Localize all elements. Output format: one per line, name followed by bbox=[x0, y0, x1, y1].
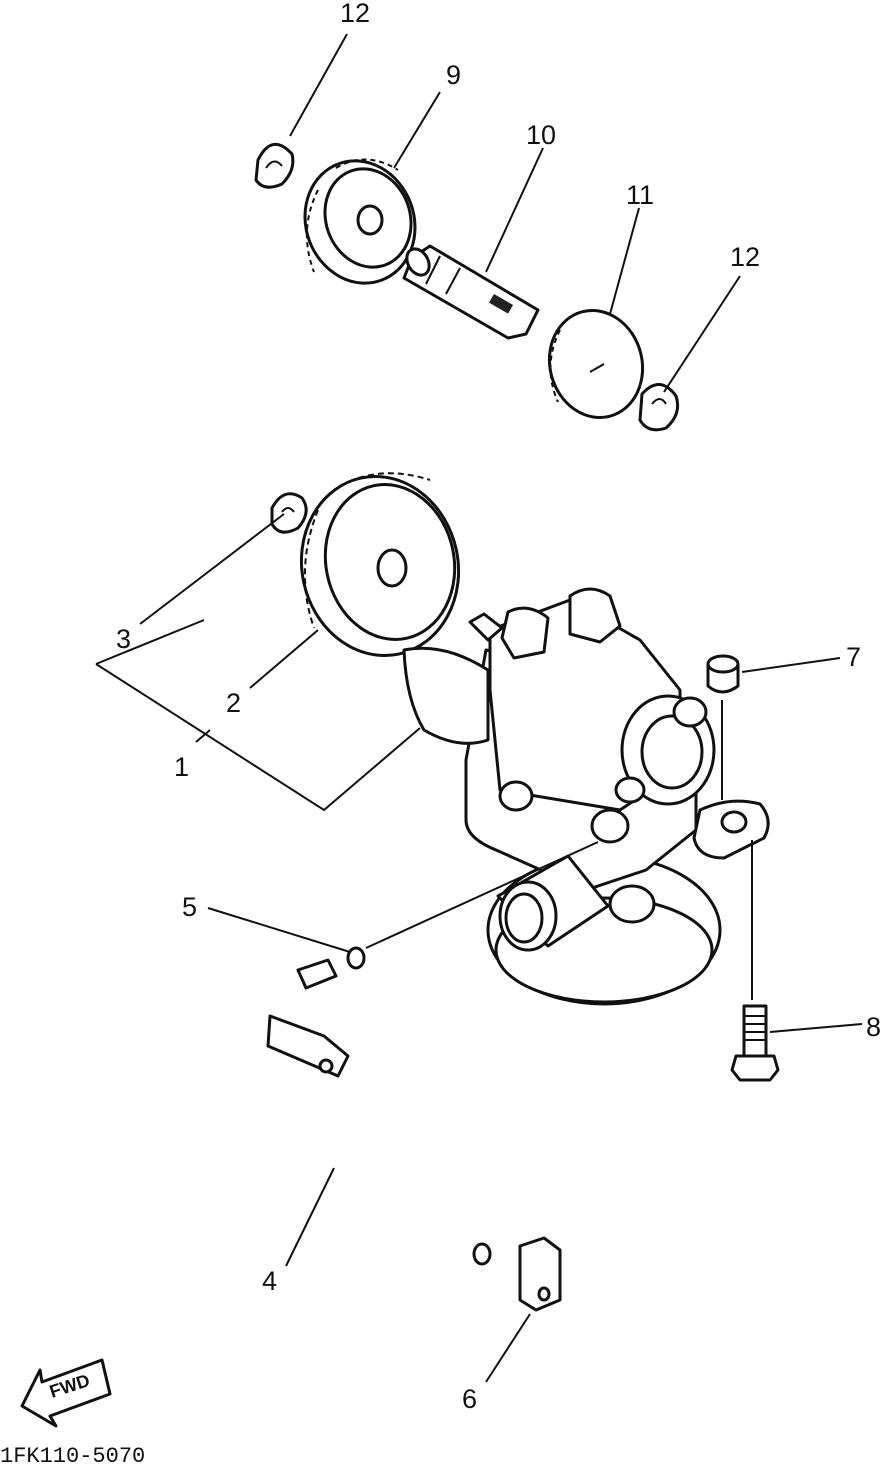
callout-8: 8 bbox=[866, 1012, 881, 1042]
part-2-large-gear bbox=[299, 472, 461, 658]
part-9-gear bbox=[303, 158, 417, 285]
part-7-collar bbox=[706, 654, 740, 694]
part-10-shaft bbox=[402, 244, 540, 340]
part-4-oil-pipe bbox=[229, 958, 492, 1273]
oil-pump-assembly bbox=[402, 587, 770, 1006]
part-8-bolt bbox=[730, 1004, 780, 1082]
callout-6: 6 bbox=[462, 1384, 477, 1414]
fwd-arrow: FWD bbox=[20, 1358, 112, 1428]
callout-labels: 12 9 10 11 12 3 2 1 7 5 8 4 6 bbox=[116, 0, 881, 1414]
part-12-circlip-lower bbox=[638, 383, 680, 432]
callout-10: 10 bbox=[526, 120, 556, 150]
part-3-circlip bbox=[270, 492, 308, 534]
callout-7: 7 bbox=[846, 642, 861, 672]
callout-3: 3 bbox=[116, 624, 131, 654]
part-11-gear bbox=[547, 308, 645, 420]
part-12-circlip-upper bbox=[254, 143, 295, 189]
part-5-o-ring bbox=[346, 946, 366, 970]
drawing-code: 1FK110-5070 bbox=[0, 1444, 145, 1466]
callout-12b: 12 bbox=[730, 242, 760, 272]
leader-lines bbox=[95, 33, 863, 1383]
callout-1: 1 bbox=[174, 752, 189, 782]
callout-12a: 12 bbox=[340, 0, 370, 28]
callout-4: 4 bbox=[262, 1266, 277, 1296]
callout-2: 2 bbox=[226, 688, 241, 718]
part-6-guide bbox=[518, 1236, 562, 1312]
callout-5: 5 bbox=[182, 892, 197, 922]
callout-9: 9 bbox=[446, 60, 461, 90]
callout-11: 11 bbox=[626, 180, 654, 210]
